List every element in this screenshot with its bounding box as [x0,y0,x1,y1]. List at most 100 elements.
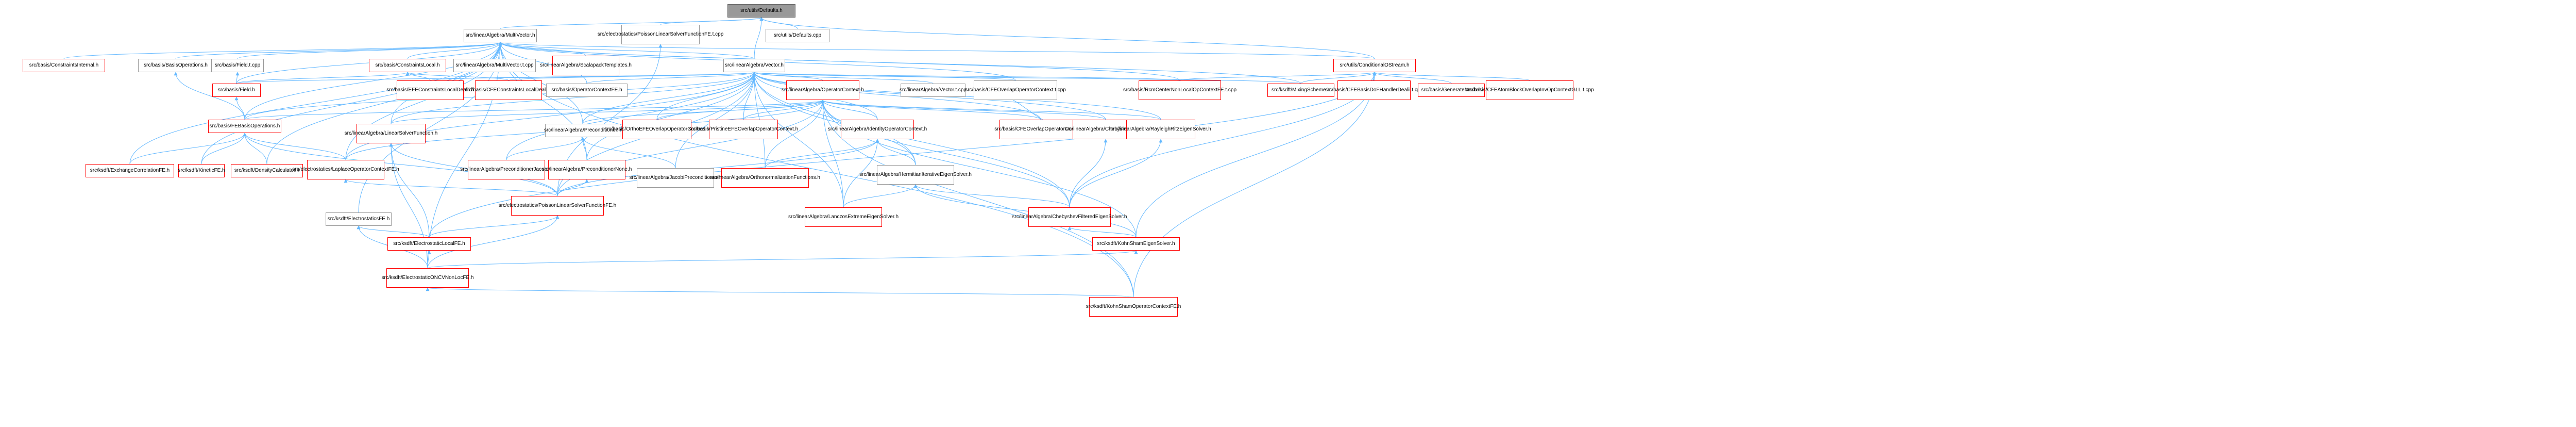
edge-vector_h-to-cheb_filtered [752,72,1070,208]
node-defaults-cpp[interactable]: src/utils/Defaults.cpp [766,29,829,42]
edge-identity_op-to-lanczos [843,139,879,208]
edge-cheb_filter-to-cheb_filtered [1069,139,1108,208]
node-electrostatics-fe-h[interactable]: src/ksdft/ElectrostaticsFE.h [326,212,392,226]
edge-vector_h-to-rcn_local_cpp [753,72,1180,81]
edge-la_operator_context-to-identity_op [821,100,878,120]
edge-fe_basis_ops-to-laplace [243,133,346,160]
node-multivector-h[interactable]: src/linearAlgebra/MultiVector.h [464,29,537,42]
edge-field_cpp-to-field_h [235,72,240,84]
edge-basis_operations-to-fe_basis_ops [174,72,245,120]
edge-poisson_h-to-electro_oncv [427,215,560,269]
edge-la_operator_context-to-cheb_filter [821,100,1106,120]
node-basis-operations-h[interactable]: src/basis/BasisOperations.h [138,59,213,72]
edge-multivector-to-mixing [498,42,1301,84]
edge-identity_op-to-hermitian [875,139,916,166]
edge-la_precond-to-jacobi_precond [581,137,676,169]
edge-la_operator_context-to-ortho_efe [656,100,825,120]
node-field-h[interactable]: src/basis/Field.h [212,84,261,97]
edge-la_operator_context-to-rayleigh [821,100,1161,120]
node-conditional-ostream-h[interactable]: src/utils/ConditionalOStream.h [1333,59,1416,72]
node-mixing-scheme-h[interactable]: src/ksdft/MixingScheme.h [1267,84,1334,97]
node-preconditioner-h[interactable]: src/linearAlgebra/Preconditioner.h [544,124,621,137]
node-constraints-internal-h[interactable]: src/basis/ConstraintsInternal.h [23,59,105,72]
edge-identity_op-to-poisson_h [557,139,879,196]
edge-vector_h-to-ortho_efe [656,72,756,120]
edge-field_h-to-fe_basis_ops [234,96,245,120]
node-multivector-cpp[interactable]: src/linearAlgebra/MultiVector.t.cpp [453,59,536,72]
edge-precond_none-to-poisson_h [557,179,589,196]
edge-root-to-cond_ostream [759,17,1375,59]
edge-cond_ostream-to-ks_operator [1133,72,1377,298]
node-operator-context-fe-h[interactable]: src/basis/OperatorContextFE.h [546,84,628,97]
node-laplace-operator-h[interactable]: src/electrostatics/LaplaceOperatorContex… [292,160,399,179]
edge-la_operator_context-to-cfe_overlap_h [821,100,1041,120]
node-poisson-solver-h[interactable]: src/electrostatics/PoissonLinearSolverFu… [499,196,616,216]
edge-multivector-to-field_h [236,42,502,84]
edge-multivector-to-constraints_local [407,42,502,59]
node-density-calculator-h[interactable]: src/ksdft/DensityCalculator.h [231,164,303,177]
node-vector-cpp[interactable]: src/linearAlgebra/Vector.t.cpp [900,84,967,97]
node-electrostatic-local-h[interactable]: src/ksdft/ElectrostaticLocalFE.h [387,237,471,251]
node-field-cpp[interactable]: src/basis/Field.t.cpp [211,59,264,72]
node-root-defaults-h[interactable]: src/utils/Defaults.h [727,4,795,18]
edge-multivector-to-electrostatics_fe [358,42,502,213]
edge-multivector-to-fe_basis_ops [244,42,502,120]
node-generate-mesh-h[interactable]: src/basis/GenerateMesh.h [1418,84,1485,97]
edge-la_linear_solver-to-electro_local [389,143,430,238]
edge-la_operator_context-to-pristine_efe [743,100,825,120]
edge-root-to-poisson_cpp [660,17,764,25]
edge-fe_basis_ops-to-exchange [129,133,247,165]
edge-la_operator_context-to-ortho_functions [765,100,825,169]
edge-la_operator_context-to-fe_basis_ops [244,100,825,120]
edge-rayleigh-to-cheb_filtered [1069,139,1163,208]
edge-vector_h-to-la_linear_solver [391,72,756,124]
node-kinetic-fe-h[interactable]: src/ksdft/KineticFE.h [178,164,225,177]
edge-constraints_local-to-cfe_constraints [405,72,509,81]
edge-la_operator_context-to-cheb_filtered [821,100,1070,208]
edge-hermitian-to-cheb_filtered [913,184,1070,208]
edge-root-to-vector_h [754,17,764,59]
edge-vector_h-to-operator_context [586,72,756,84]
edge-vector_h-to-la_precond [582,72,756,124]
edge-cond_ostream-to-electro_local [429,72,1377,238]
edge-hermitian-to-lanczos [843,184,918,208]
node-constraints-local-h[interactable]: src/basis/ConstraintsLocal.h [369,59,446,72]
node-fe-basis-operations-h[interactable]: src/basis/FEBasisOperations.h [208,120,281,133]
node-kohn-sham-eigensolver-h[interactable]: src/ksdft/KohnShamEigenSolver.h [1092,237,1180,251]
node-poisson-solver-cpp[interactable]: src/electrostatics/PoissonLinearSolverFu… [598,25,723,44]
edge-cond_ostream-to-rcn_local_cpp [1179,72,1377,81]
edge-fe_basis_ops-to-poisson_h [243,133,558,196]
edge-identity_op-to-ortho_functions [765,139,879,169]
node-exchange-correlation-h[interactable]: src/ksdft/ExchangeCorrelationFE.h [86,164,174,177]
node-vector-h[interactable]: src/linearAlgebra/Vector.h [723,59,785,72]
edge-cheb_filtered-to-ks_eigen [1067,226,1137,238]
edge-la_operator_context-to-ks_eigen [821,100,1137,238]
edge-electrostatics_fe-to-electro_local [357,225,430,238]
edge-electro_oncv-to-ks_operator [426,287,1134,298]
edge-la_operator_context-to-la_precond [582,100,825,124]
